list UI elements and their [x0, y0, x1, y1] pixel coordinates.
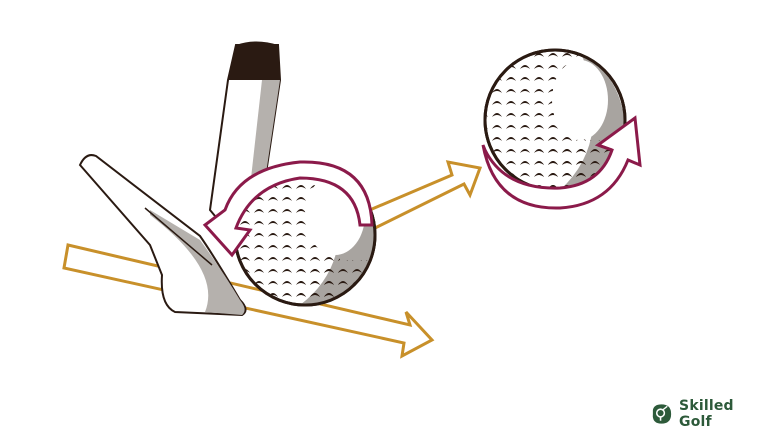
flight-spin-arrow [481, 115, 642, 210]
golf-tee-ball-icon [652, 404, 672, 424]
brand-name: Skilled Golf [679, 398, 734, 430]
brand-logo[interactable]: Skilled Golf [650, 398, 768, 430]
launch-arrow [362, 160, 483, 230]
ball-at-impact [233, 163, 377, 307]
impact-spin-arrow [202, 160, 374, 258]
swing-path-arrow [62, 243, 435, 359]
